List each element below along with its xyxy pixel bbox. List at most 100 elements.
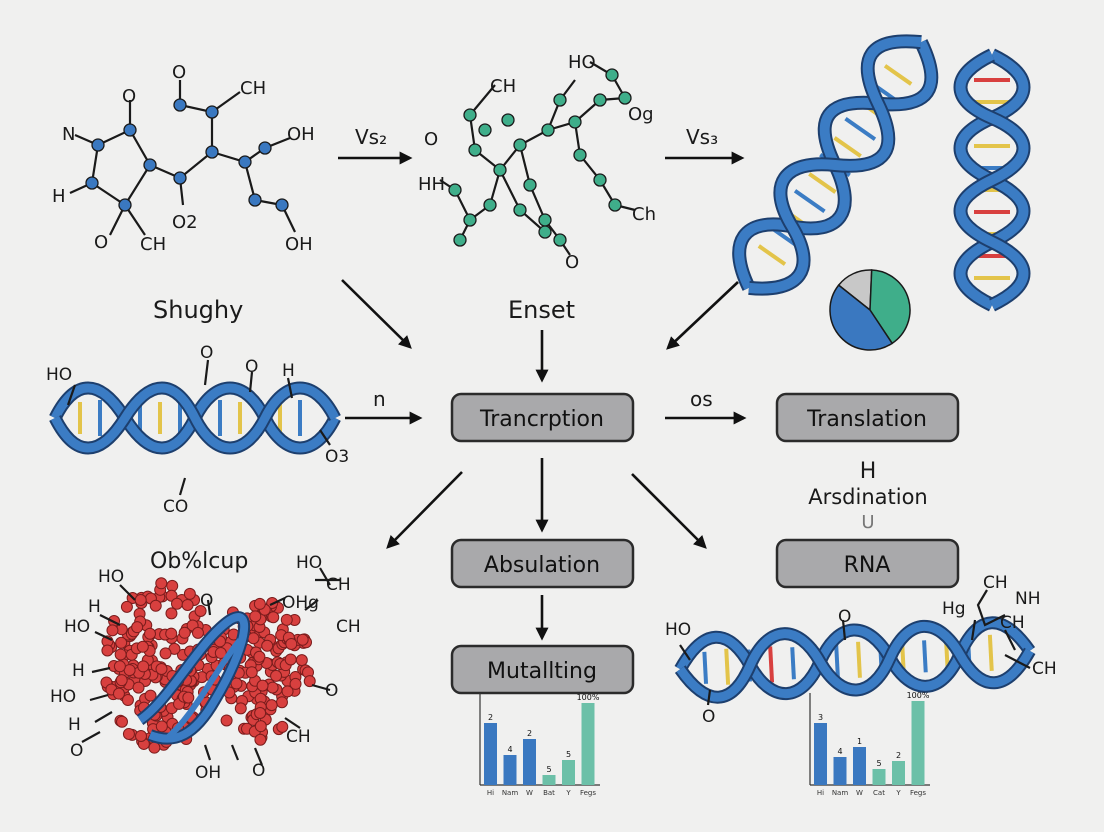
protein-atom — [249, 610, 262, 623]
arrow-to-transcription-right — [666, 281, 739, 350]
bar-data-label: 5 — [546, 765, 551, 774]
bar-data-label: 100% — [907, 691, 930, 700]
protein-atom — [265, 699, 278, 712]
bar-data-label: 4 — [837, 747, 842, 756]
x-tick-label: Hi — [487, 789, 494, 797]
protein-atom — [182, 691, 195, 704]
bar-data-label: 2 — [896, 751, 901, 760]
atom-label: OHg — [282, 593, 319, 613]
arrow-to-protein — [386, 471, 463, 549]
bar-data-label: 1 — [857, 737, 862, 746]
atom-label: O2 — [172, 212, 198, 233]
atom-label: O — [172, 62, 186, 83]
atom-label: Og — [628, 104, 654, 125]
protein-atom — [149, 599, 162, 612]
protein-atom — [144, 689, 157, 702]
atom-label: CH — [1000, 613, 1025, 633]
protein-atom — [165, 607, 178, 620]
atom-label: O — [565, 252, 579, 273]
molecule-1: O O CH N OH H O2 O CH OH — [52, 62, 315, 255]
protein-atom — [270, 669, 283, 682]
protein-atom — [170, 597, 183, 610]
label-enset: Enset — [508, 296, 575, 324]
dna-helix-vertical — [953, 48, 1031, 312]
bar-data-label: 5 — [876, 759, 881, 768]
atom-label: O — [252, 761, 265, 781]
atom-label: CH — [983, 573, 1008, 593]
arrow-os-label: os — [690, 387, 713, 411]
protein-atom — [261, 639, 274, 652]
protein-atom — [135, 729, 148, 742]
protein-atom — [148, 741, 161, 754]
bar — [503, 755, 517, 785]
x-tick-label: W — [856, 789, 863, 797]
x-tick-label: W — [526, 789, 533, 797]
protein-atom — [106, 624, 119, 637]
atom-label: HO — [568, 52, 596, 73]
protein-atom — [194, 605, 207, 618]
box-absulation: Absulation — [450, 538, 635, 589]
atom-label: H — [282, 361, 295, 381]
box-translation-label: Translation — [806, 407, 927, 432]
protein-atom — [178, 626, 191, 639]
atom-label: O — [122, 86, 136, 107]
protein-atom — [267, 611, 280, 624]
bar — [581, 703, 595, 785]
protein-atom — [256, 679, 269, 692]
protein-atom — [136, 640, 149, 653]
atom-label: CH — [286, 727, 311, 747]
atom-label: HO — [46, 365, 72, 385]
atom-label: H — [68, 715, 81, 735]
atom-label: CH — [336, 617, 361, 637]
protein-atom — [254, 707, 267, 720]
box-transcription: Trancrption — [450, 392, 635, 443]
protein-atom — [122, 727, 135, 740]
protein-atom — [281, 685, 294, 698]
atom-label: CH — [140, 234, 166, 255]
bar-data-label: 3 — [818, 713, 823, 722]
protein-atom — [132, 681, 145, 694]
x-tick-label: Cat — [873, 789, 885, 797]
x-tick-label: Nam — [502, 789, 519, 797]
protein-atom — [183, 587, 196, 600]
bar — [911, 701, 925, 785]
label-u-symbol: U — [861, 512, 874, 533]
label-shughy: Shughy — [153, 296, 243, 324]
protein-atom — [134, 594, 147, 607]
protein-atom — [155, 577, 168, 590]
protein-atom — [234, 702, 247, 715]
protein-atom — [131, 621, 144, 634]
atom-label: CH — [326, 575, 351, 595]
box-rna-label: RNA — [844, 553, 891, 578]
bar — [542, 775, 556, 785]
protein-atom — [181, 598, 194, 611]
atom-label: HO — [98, 567, 124, 587]
atom-label: NH — [1015, 589, 1041, 609]
atom-label: HO — [296, 553, 322, 573]
protein-atom — [280, 613, 293, 626]
atom-label: HO — [64, 617, 90, 637]
x-tick-label: Nam — [832, 789, 849, 797]
atom-label: O — [838, 607, 851, 627]
protein-atom — [114, 648, 127, 661]
protein-atom — [112, 687, 125, 700]
arrow-vs2: Vs₂ — [338, 125, 413, 165]
atom-label: O — [200, 591, 213, 611]
pie-chart — [829, 269, 911, 351]
protein-atom — [143, 627, 156, 640]
atom-label: CO — [163, 497, 188, 517]
protein-atom — [245, 666, 258, 679]
dna-helix-left: HO O O H O3 CO — [46, 343, 349, 517]
protein-atom — [115, 636, 128, 649]
x-tick-label: Y — [565, 789, 571, 797]
atom-label: O — [94, 232, 108, 253]
arrow-vs3-label: Vs₃ — [686, 125, 718, 149]
protein-atom — [155, 720, 168, 733]
label-h-symbol: H — [860, 459, 877, 484]
protein-atom — [254, 720, 267, 733]
dna-helix-diagonal — [732, 34, 939, 296]
label-obcup: Ob%lcup — [150, 549, 248, 574]
